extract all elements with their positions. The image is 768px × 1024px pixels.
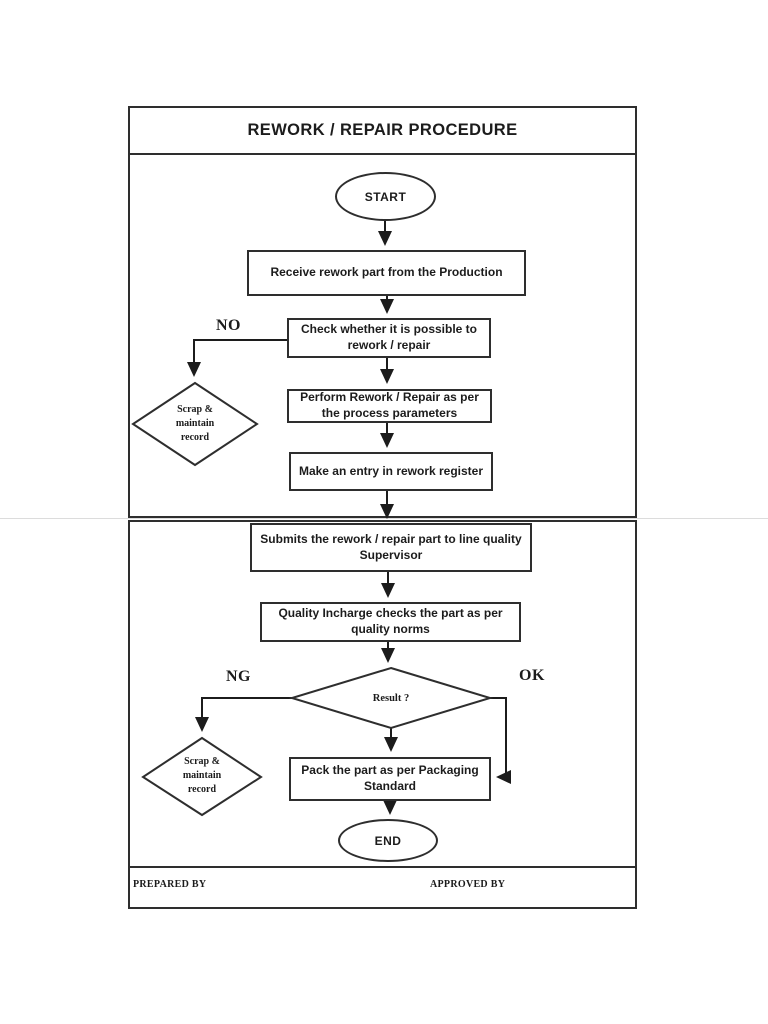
- step-rework-register-entry: Make an entry in rework register: [289, 452, 493, 491]
- branch-label-ok: OK: [519, 667, 545, 684]
- end-terminator: END: [338, 819, 438, 862]
- edge-result-scrap-ng: [195, 697, 292, 732]
- result-decision-label: Result ?: [372, 693, 410, 704]
- start-terminator: START: [335, 172, 436, 221]
- approved-by-label: APPROVED BY: [430, 879, 506, 890]
- edge-check-scrap-no: [187, 339, 287, 377]
- prepared-by-label: PREPARED BY: [133, 879, 207, 890]
- step-quality-incharge-check: Quality Incharge checks the part as per …: [260, 602, 521, 642]
- scrap-diamond-2-shape: [141, 736, 263, 817]
- document-title: REWORK / REPAIR PROCEDURE: [130, 108, 635, 155]
- step-pack-per-packaging-standard: Pack the part as per Packaging Standard: [289, 757, 491, 801]
- branch-label-no: NO: [216, 317, 241, 334]
- step-perform-rework: Perform Rework / Repair as per the proce…: [287, 389, 492, 423]
- branch-label-ng: NG: [226, 668, 251, 685]
- edge-result-pack-ok: [490, 697, 511, 784]
- step-check-possible: Check whether it is possible to rework /…: [287, 318, 491, 358]
- footer-separator-line: [130, 866, 635, 868]
- scrap-diamond-1-shape: [131, 381, 259, 467]
- result-decision-diamond-shape: [288, 666, 494, 730]
- scrap-maintain-record-label-2: Scrap & maintain record: [182, 756, 222, 795]
- step-receive-rework-part: Receive rework part from the Production: [247, 250, 526, 296]
- step-submit-to-line-quality: Submits the rework / repair part to line…: [250, 523, 532, 572]
- scrap-maintain-record-label-1: Scrap & maintain record: [175, 404, 215, 443]
